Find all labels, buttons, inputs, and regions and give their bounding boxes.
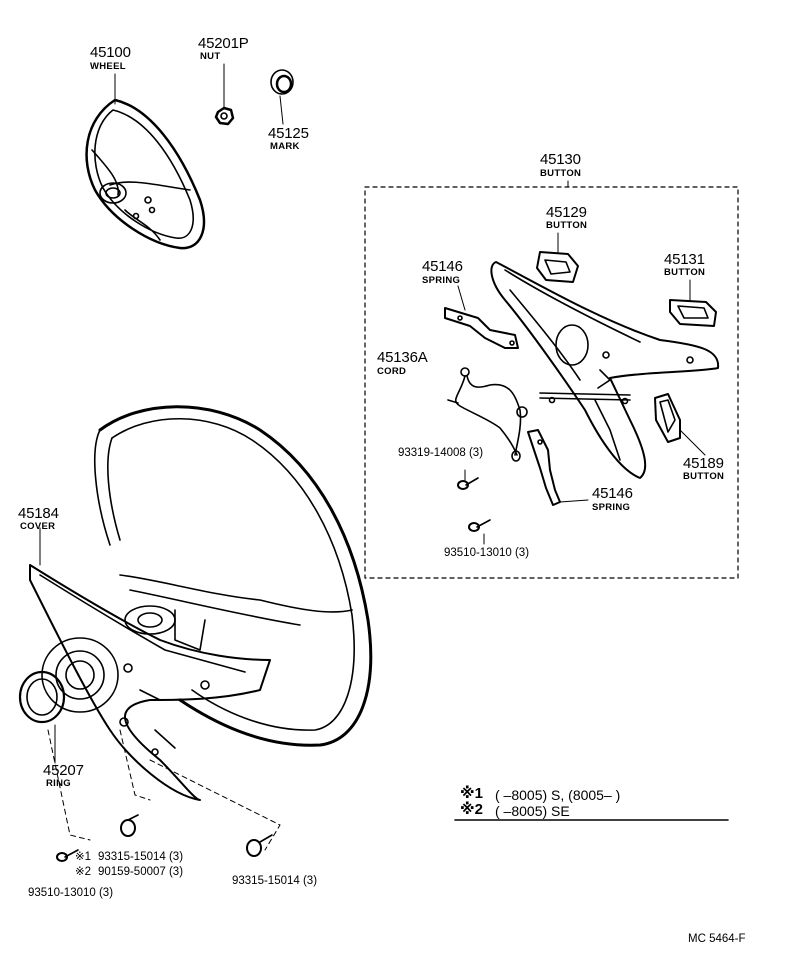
part-name-button-lower: BUTTON	[683, 471, 725, 482]
button-upper-drawing	[536, 232, 579, 283]
part-name-button-right: BUTTON	[664, 267, 706, 278]
nut-drawing	[214, 63, 235, 126]
part-name-button-upper: BUTTON	[546, 220, 588, 231]
part-name-mark: MARK	[270, 141, 300, 152]
part-name-nut: NUT	[200, 51, 221, 62]
large-wheel-drawing	[18, 405, 373, 801]
mark-drawing	[270, 69, 294, 125]
part-number-spring-lower: 45146	[592, 485, 633, 502]
part-name-cord: CORD	[377, 366, 407, 377]
part-name-ring: RING	[46, 778, 71, 789]
part-number-mark: 45125	[268, 125, 309, 142]
note-text-2: ( –8005) SE	[495, 803, 570, 819]
button-lower-drawing	[654, 393, 706, 456]
screw-box-bottom-drawing	[468, 519, 491, 545]
note-text-1: ( –8005) S, (8005– )	[495, 787, 621, 803]
marker-1: ※1	[75, 851, 92, 863]
cord-drawing	[447, 367, 528, 462]
part-name-wheel: WHEEL	[90, 61, 126, 72]
part-number-spring-upper: 45146	[422, 258, 463, 275]
part-number-screw-a: 93315-15014 (3)	[98, 851, 184, 863]
part-number-screw-d: 93315-15014 (3)	[232, 875, 318, 887]
part-number-cover: 45184	[18, 505, 59, 522]
spring-lower-drawing	[527, 429, 589, 506]
part-number-screw-c: 93510-13010 (3)	[28, 887, 114, 899]
part-number-screw-b: 90159-50007 (3)	[98, 866, 184, 878]
part-number-nut: 45201P	[198, 35, 249, 52]
marker-2: ※2	[75, 866, 92, 878]
horn-pad-drawing	[490, 261, 720, 479]
bottom-screws-drawing	[56, 814, 273, 862]
diagram-code: MC 5464-F	[688, 933, 746, 945]
part-number-ring: 45207	[43, 762, 84, 779]
part-number-screw-box: 93319-14008 (3)	[398, 447, 484, 459]
note-marker-2: ※2	[460, 801, 483, 818]
screw-box-drawing	[457, 469, 479, 490]
part-name-spring-upper: SPRING	[422, 275, 461, 286]
part-number-button-assy: 45130	[540, 151, 581, 168]
part-name-spring-lower: SPRING	[592, 502, 631, 513]
part-name-button-assy: BUTTON	[540, 168, 582, 179]
spring-upper-drawing	[444, 285, 519, 349]
part-number-button-right: 45131	[664, 251, 705, 268]
small-wheel-drawing	[85, 98, 206, 250]
part-number-button-lower: 45189	[683, 455, 724, 472]
part-name-cover: COVER	[20, 521, 56, 532]
part-number-button-upper: 45129	[546, 204, 587, 221]
part-number-screw-box-bottom: 93510-13010 (3)	[444, 547, 530, 559]
note-marker-1: ※1	[460, 785, 483, 802]
part-number-cord: 45136A	[377, 349, 428, 366]
button-right-drawing	[669, 279, 717, 327]
part-number-wheel: 45100	[90, 44, 131, 61]
